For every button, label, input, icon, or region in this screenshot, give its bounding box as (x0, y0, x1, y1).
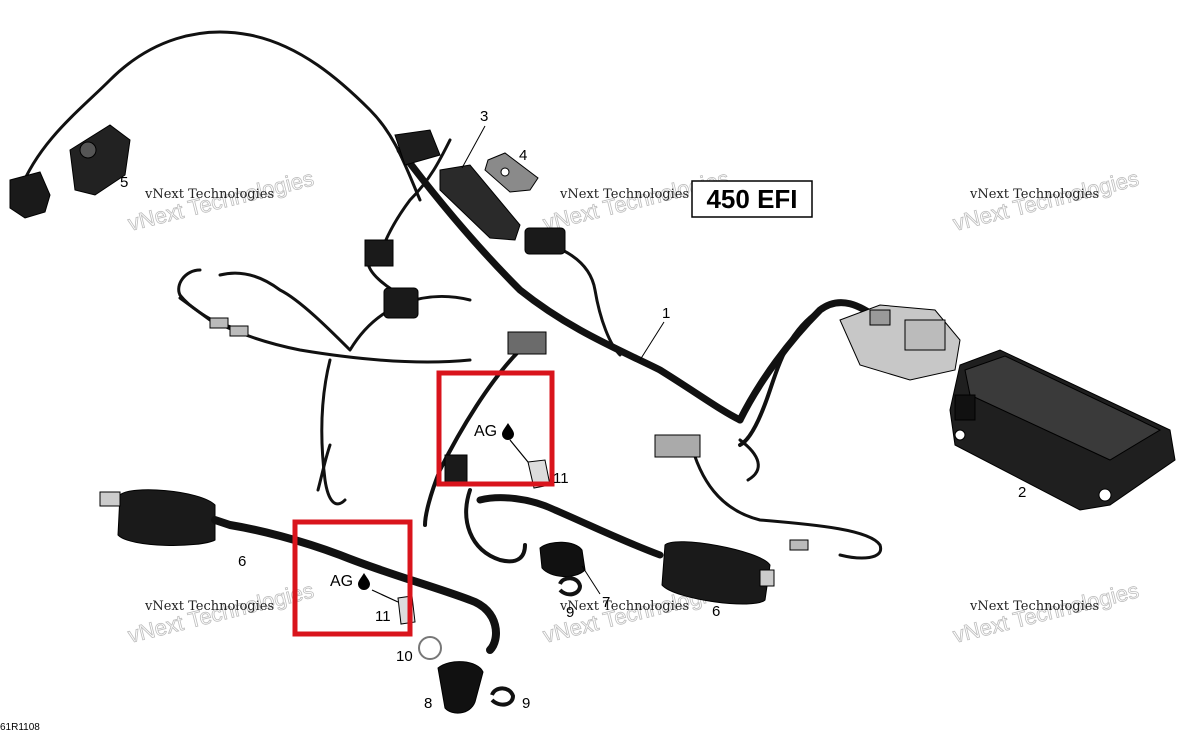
highlight-box-bottom (292, 519, 413, 637)
callout-3: 3 (480, 108, 488, 125)
watermark-small-text: vNext Technologies (559, 599, 689, 614)
ecm-module-component-2 (949, 349, 1176, 511)
harness-connectors (209, 227, 809, 551)
callout-7: 7 (602, 594, 610, 611)
callout-4: 4 (519, 147, 527, 164)
spark-boot-component-7 (539, 541, 586, 577)
watermark-6: vNext Technologies vNext Technologies (950, 577, 1142, 648)
callout-2: 2 (1018, 484, 1026, 501)
callout-11-top: 11 (553, 470, 569, 487)
callout-10: 10 (396, 648, 413, 665)
watermark-small-text: vNext Technologies (144, 599, 274, 614)
watermark-1: vNext Technologies vNext Technologies (125, 165, 317, 236)
callout-5: 5 (120, 174, 128, 191)
relay-connector-group (839, 304, 961, 381)
watermark-small-text: vNext Technologies (144, 187, 274, 202)
oil-drop-icon (358, 573, 370, 590)
highlight-box-top (436, 370, 555, 487)
watermark-small-text: vNext Technologies (559, 187, 689, 202)
callout-9-lower: 9 (522, 695, 530, 712)
ag-label: AG (474, 423, 497, 440)
ag-label: AG (330, 573, 353, 590)
callout-6-left: 6 (238, 553, 246, 570)
watermark-small-text: vNext Technologies (969, 599, 1099, 614)
bracket-component-3 (394, 129, 521, 241)
ignition-coil-left-6 (99, 489, 500, 654)
part-number-label: 61R1108 (0, 722, 40, 732)
callout-1: 1 (662, 305, 670, 322)
callout-11-bottom: 11 (375, 608, 391, 625)
ignition-coil-right-6 (476, 494, 775, 605)
main-wiring-harness (18, 30, 884, 564)
clamp-component-9 (490, 576, 583, 707)
callout-9-upper: 9 (566, 604, 574, 621)
callout-8: 8 (424, 695, 432, 712)
model-label-box: 450 EFI (691, 180, 813, 218)
ag-annotation-bottom: AG (330, 573, 399, 603)
watermark-small-text: vNext Technologies (969, 187, 1099, 202)
oil-drop-icon (502, 423, 514, 440)
callout-numbers: 3 4 5 1 2 6 6 7 8 9 9 10 11 11 (120, 108, 1026, 712)
callout-6-right: 6 (712, 603, 720, 620)
plate-component-4 (484, 152, 539, 193)
oring-component-10 (418, 636, 442, 660)
ag-annotation-top: AG (474, 423, 529, 463)
spark-boot-component-8 (437, 661, 484, 714)
watermark-4: vNext Technologies vNext Technologies (125, 577, 317, 648)
model-label-text: 450 EFI (706, 184, 797, 214)
sensor-component-5 (9, 124, 131, 219)
watermark-3: vNext Technologies vNext Technologies (950, 165, 1142, 236)
